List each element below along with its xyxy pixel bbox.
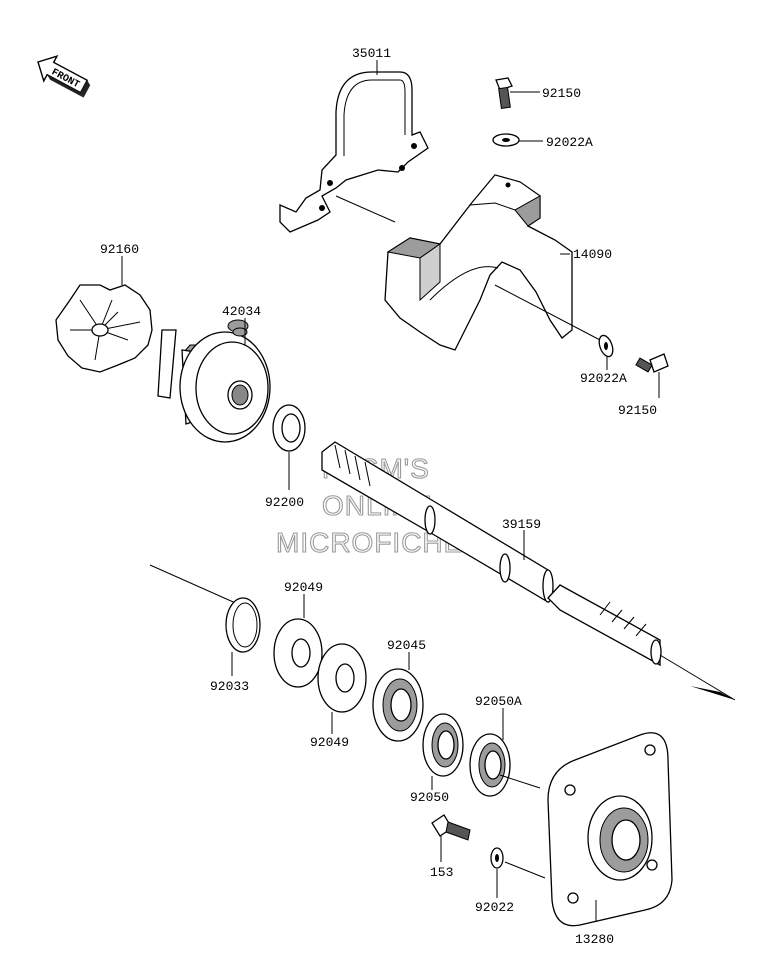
label-92045: 92045 (387, 638, 426, 653)
washer-92022a-bottom (598, 334, 614, 358)
label-92200: 92200 (265, 495, 304, 510)
label-92049-bottom: 92049 (310, 735, 349, 750)
label-92160: 92160 (100, 242, 139, 257)
label-35011: 35011 (352, 46, 391, 61)
washer-92049-top (273, 618, 323, 688)
label-13280: 13280 (575, 932, 614, 947)
label-92050: 92050 (410, 790, 449, 805)
label-153: 153 (430, 865, 453, 880)
label-92050a: 92050A (475, 694, 522, 709)
label-92022a-bottom: 92022A (580, 371, 627, 386)
washer-92049-bottom (317, 643, 367, 713)
label-92150-top: 92150 (542, 86, 581, 101)
bolt-92150-top (495, 77, 513, 110)
bolt-153 (431, 814, 471, 841)
label-92033: 92033 (210, 679, 249, 694)
front-arrow-icon: FRONT (37, 55, 91, 98)
bolt-92150-bottom (635, 353, 669, 373)
housing-13280 (547, 732, 673, 927)
seal-92050a (469, 733, 511, 797)
bearing-92045 (372, 668, 424, 742)
leader-lines (121, 60, 660, 922)
washer-92022a-top (492, 133, 520, 147)
washer-92022 (490, 847, 546, 879)
cover-14090 (384, 174, 601, 351)
label-14090: 14090 (573, 247, 612, 262)
label-92022: 92022 (475, 900, 514, 915)
impeller-42034 (157, 319, 271, 443)
label-92049-top: 92049 (284, 580, 323, 595)
seal-92050 (422, 713, 464, 777)
shaft-39159 (149, 441, 736, 701)
label-92022a-top: 92022A (546, 135, 593, 150)
bracket-35011 (279, 71, 429, 233)
circlip-92033 (225, 597, 261, 653)
label-39159: 39159 (502, 517, 541, 532)
label-42034: 42034 (222, 304, 261, 319)
label-92150-bottom: 92150 (618, 403, 657, 418)
washer-92200 (272, 404, 306, 452)
rubber-coupler-92160 (55, 284, 153, 373)
